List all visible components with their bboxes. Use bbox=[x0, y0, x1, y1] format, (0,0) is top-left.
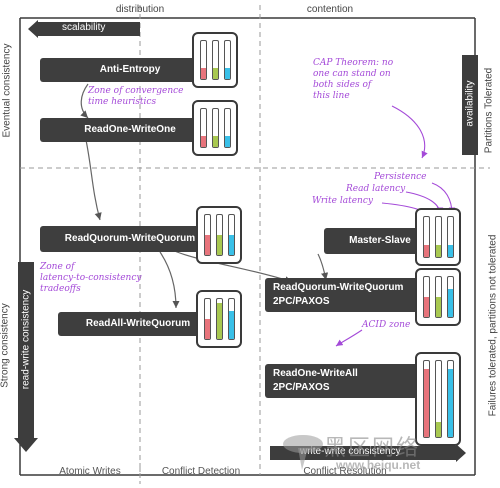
watermark-logo-icon bbox=[283, 435, 323, 470]
gauge-readone-writeall-paxos bbox=[415, 352, 461, 446]
read-latency-tube-level bbox=[213, 67, 218, 79]
header-contention: contention bbox=[306, 4, 354, 15]
persistence-tube bbox=[204, 298, 211, 340]
partitions-tolerated-label: Partitions Tolerated bbox=[483, 67, 495, 154]
persistence-tube bbox=[204, 214, 211, 256]
node-anti-entropy[interactable]: Anti-Entropy bbox=[40, 58, 220, 82]
read-latency-tube bbox=[435, 216, 442, 258]
node-label: Master-Slave bbox=[349, 235, 411, 246]
annotation-acid-zone: ACID zone bbox=[362, 320, 411, 330]
read-latency-tube-level bbox=[217, 235, 222, 255]
write-latency-tube bbox=[224, 108, 231, 148]
write-latency-tube-level bbox=[225, 67, 230, 79]
persistence-tube bbox=[200, 40, 207, 80]
write-latency-tube bbox=[447, 216, 454, 258]
gauge-anti-entropy bbox=[192, 32, 238, 88]
read-write-consistency-label: read-write consistency bbox=[20, 289, 32, 390]
node-label-line2: 2PC/PAXOS bbox=[273, 296, 330, 307]
read-latency-tube bbox=[435, 360, 442, 438]
write-latency-tube-level bbox=[448, 289, 453, 317]
persistence-tube-level bbox=[424, 245, 429, 257]
write-latency-tube-level bbox=[448, 368, 453, 437]
gauge-readone-writeone bbox=[192, 100, 238, 156]
annotation-persistence: Persistence bbox=[374, 172, 427, 182]
read-latency-tube-level bbox=[213, 135, 218, 147]
node-label: ReadAll-WriteQuorum bbox=[85, 318, 191, 329]
gauge-readquorum-writequorum bbox=[196, 206, 242, 264]
annotation-convergence: Zone of convergence time heuristics bbox=[88, 86, 184, 107]
footer-conflict-detection: Conflict Detection bbox=[161, 466, 241, 477]
persistence-tube bbox=[423, 360, 430, 438]
watermark-cjk: 黑区网络 bbox=[324, 436, 421, 461]
gauge-master-slave bbox=[415, 208, 461, 266]
footer-atomic-writes: Atomic Writes bbox=[59, 466, 121, 477]
write-latency-tube-level bbox=[229, 235, 234, 255]
watermark-url: www.heiqu.net bbox=[336, 458, 421, 472]
read-latency-tube bbox=[212, 40, 219, 80]
annotation-write-latency: Write latency bbox=[312, 196, 373, 206]
persistence-tube-level bbox=[201, 135, 206, 147]
node-label-line1: ReadOne-WriteAll bbox=[273, 368, 358, 379]
gauge-readquorum-writequorum-paxos bbox=[415, 268, 461, 326]
node-readquorum-writequorum-paxos[interactable]: ReadQuorum-WriteQuorum 2PC/PAXOS bbox=[265, 278, 441, 312]
write-latency-tube bbox=[228, 298, 235, 340]
node-label: Anti-Entropy bbox=[99, 64, 161, 75]
node-readquorum-writequorum[interactable]: ReadQuorum-WriteQuorum bbox=[40, 226, 220, 252]
read-latency-tube bbox=[216, 214, 223, 256]
read-latency-tube-level bbox=[436, 297, 441, 317]
read-latency-tube-level bbox=[436, 245, 441, 257]
annotation-read-latency: Read latency bbox=[346, 184, 406, 194]
write-latency-tube-level bbox=[225, 135, 230, 147]
strong-consistency-label: Strong consistency bbox=[0, 303, 11, 388]
node-readone-writeall-paxos[interactable]: ReadOne-WriteAll 2PC/PAXOS bbox=[265, 364, 441, 398]
footer-conflict-resolution: Conflict Resolution bbox=[303, 466, 387, 477]
write-latency-tube bbox=[447, 276, 454, 318]
availability-label: availability bbox=[464, 80, 476, 127]
persistence-tube-level bbox=[201, 67, 206, 79]
read-latency-tube bbox=[216, 298, 223, 340]
node-label-line1: ReadQuorum-WriteQuorum bbox=[273, 282, 404, 293]
availability-bar bbox=[462, 55, 478, 155]
node-label-line2: 2PC/PAXOS bbox=[273, 382, 330, 393]
annotation-latency-zone: Zone of latency-to-consistency tradeoffs bbox=[40, 262, 142, 294]
annotation-cap-theorem: CAP Theorem: no one can stand on both si… bbox=[313, 58, 394, 101]
read-latency-tube bbox=[435, 276, 442, 318]
failures-tolerated-label: Failures tolerated, partitions not toler… bbox=[487, 234, 499, 417]
persistence-tube bbox=[423, 276, 430, 318]
scalability-arrow-icon bbox=[28, 20, 140, 38]
read-latency-tube bbox=[212, 108, 219, 148]
node-label: ReadQuorum-WriteQuorum bbox=[64, 233, 196, 244]
write-latency-tube bbox=[228, 214, 235, 256]
persistence-tube-level bbox=[424, 297, 429, 317]
persistence-tube bbox=[200, 108, 207, 148]
write-write-consistency-label: write-write consistency bbox=[300, 446, 401, 457]
write-latency-tube bbox=[224, 40, 231, 80]
write-latency-tube-level bbox=[229, 311, 234, 339]
node-readall-writequorum[interactable]: ReadAll-WriteQuorum bbox=[58, 312, 218, 336]
read-write-bar bbox=[18, 262, 34, 440]
persistence-tube-level bbox=[205, 235, 210, 255]
scalability-label: scalability bbox=[62, 22, 106, 33]
read-write-arrow-icon bbox=[14, 438, 38, 452]
persistence-tube bbox=[423, 216, 430, 258]
node-label: ReadOne-WriteOne bbox=[84, 124, 176, 135]
write-latency-tube-level bbox=[448, 245, 453, 257]
read-latency-tube-level bbox=[436, 421, 441, 437]
read-latency-tube-level bbox=[217, 303, 222, 339]
write-latency-tube bbox=[447, 360, 454, 438]
persistence-tube-level bbox=[424, 368, 429, 437]
gauge-readall-writequorum bbox=[196, 290, 242, 348]
header-distribution: distribution bbox=[115, 4, 165, 15]
node-readone-writeone[interactable]: ReadOne-WriteOne bbox=[40, 118, 220, 142]
eventual-consistency-label: Eventual consistency bbox=[1, 43, 13, 138]
persistence-tube-level bbox=[205, 319, 210, 339]
